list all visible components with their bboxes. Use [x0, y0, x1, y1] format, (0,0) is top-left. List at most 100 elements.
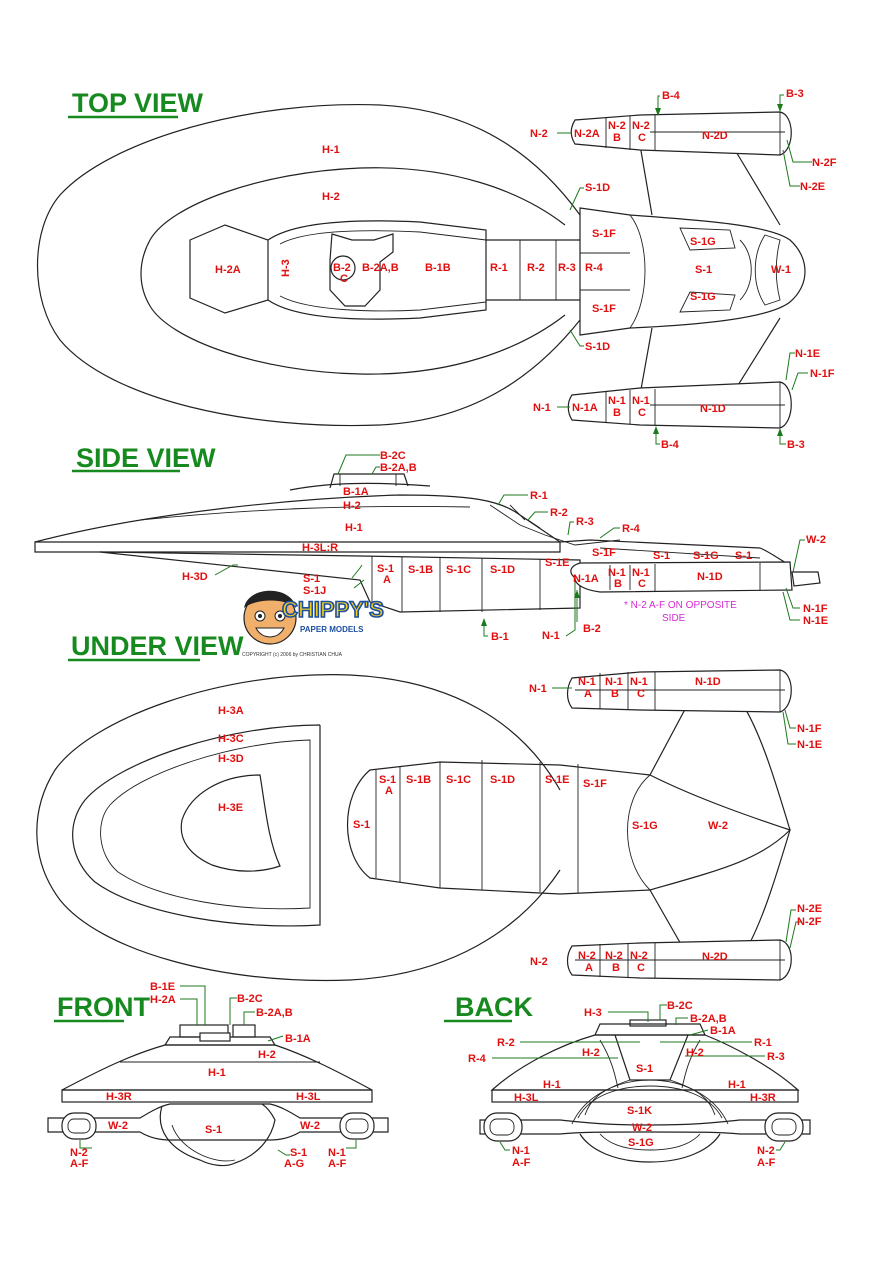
label: B	[612, 962, 620, 974]
label: N-1A	[573, 573, 599, 585]
label: S-1	[377, 563, 394, 575]
back-view-drawing	[479, 1004, 811, 1163]
label: R-2	[497, 1037, 515, 1049]
label: W-2	[108, 1120, 128, 1132]
label: H-3L:R	[302, 542, 338, 554]
label: S-1K	[627, 1105, 652, 1117]
label: N-1E	[795, 348, 820, 360]
label: B-2	[583, 623, 601, 635]
label: H-1	[322, 144, 340, 156]
label: A	[383, 574, 391, 586]
label: N-1D	[700, 403, 726, 415]
label: H-3R	[106, 1091, 132, 1103]
label: B-2A,B	[256, 1007, 293, 1019]
label: S-1	[735, 550, 752, 562]
label: R-1	[490, 262, 508, 274]
label: A-G	[284, 1158, 304, 1170]
back-view-heading: BACK	[455, 992, 533, 1022]
label: B-1B	[425, 262, 451, 274]
label: R-2	[550, 507, 568, 519]
label: B	[614, 578, 622, 590]
note-line-1: * N-2 A-F ON OPPOSITE	[624, 600, 737, 611]
under-view-drawing	[36, 669, 802, 982]
label: H-2	[322, 191, 340, 203]
label: B-4	[661, 439, 680, 451]
label: S-1G	[690, 291, 716, 303]
side-view-arrows	[481, 590, 580, 626]
label: S-1J	[303, 585, 326, 597]
label: R-2	[527, 262, 545, 274]
label: N-2D	[702, 951, 728, 963]
label: S-1E	[545, 774, 569, 786]
label: N-2	[530, 128, 548, 140]
label: S-1F	[592, 547, 616, 559]
label: S-1D	[490, 774, 515, 786]
label: N-1E	[803, 615, 828, 627]
label: N-2	[578, 950, 596, 962]
top-view-labels: H-1 H-2 H-2A H-3 B-2 C B-2A,B B-1B R-1 R…	[215, 88, 837, 451]
mascot-hair-icon	[244, 590, 296, 608]
label: R-4	[468, 1053, 487, 1065]
label: H-2A	[150, 994, 176, 1006]
label: S-1G	[693, 550, 719, 562]
label: N-2	[70, 1147, 88, 1159]
top-view-drawing	[37, 94, 812, 445]
label: B-2C	[667, 1000, 693, 1012]
label: H-3L	[514, 1092, 539, 1104]
label: H-3E	[218, 802, 243, 814]
label: W-2	[632, 1122, 652, 1134]
label: S-1	[303, 573, 320, 585]
logo-subtitle: PAPER MODELS	[300, 625, 364, 634]
label: N-1	[529, 683, 547, 695]
label: C	[637, 688, 645, 700]
label: C	[638, 407, 646, 419]
label: A-F	[70, 1158, 89, 1170]
label: B-4	[662, 90, 681, 102]
label: N-1	[605, 676, 623, 688]
label: H-1	[208, 1067, 226, 1079]
front-view-heading: FRONT	[57, 992, 150, 1022]
label: H-1	[728, 1079, 746, 1091]
label: N-1A	[572, 402, 598, 414]
label: R-4	[585, 262, 604, 274]
label: H-1	[543, 1079, 561, 1091]
label: A	[584, 688, 592, 700]
side-view-heading: SIDE VIEW	[76, 443, 216, 473]
label: B-1E	[150, 981, 175, 993]
label: N-2	[757, 1145, 775, 1157]
label: N-2A	[574, 128, 600, 140]
label: B-2A,B	[690, 1013, 727, 1025]
label: S-1G	[690, 236, 716, 248]
label: S-1D	[585, 341, 610, 353]
label: N-2E	[800, 181, 825, 193]
label: B-2A,B	[362, 262, 399, 274]
label: B-2C	[380, 450, 406, 462]
under-view-heading: UNDER VIEW	[71, 631, 244, 661]
label: S-1	[353, 819, 370, 831]
label: N-2	[632, 120, 650, 132]
label: N-1F	[810, 368, 835, 380]
label: W-1	[771, 264, 791, 276]
label: S-1F	[592, 303, 616, 315]
label: S-1G	[632, 820, 658, 832]
label: C	[638, 578, 646, 590]
label: N-1E	[797, 739, 822, 751]
label: N-1F	[797, 723, 822, 735]
label: W-2	[708, 820, 728, 832]
label: C	[340, 273, 348, 285]
label: H-3	[280, 259, 292, 277]
label: N-1D	[697, 571, 723, 583]
label: W-2	[300, 1120, 320, 1132]
label: N-1	[578, 676, 596, 688]
label: H-3C	[218, 733, 244, 745]
label: H-3D	[218, 753, 244, 765]
label: H-3R	[750, 1092, 776, 1104]
label: R-1	[754, 1037, 772, 1049]
chippys-logo: CHIPPY'S PAPER MODELS COPYRIGHT (c) 2006…	[242, 590, 385, 658]
label: S-1D	[490, 564, 515, 576]
label: B-1A	[710, 1025, 736, 1037]
opposite-side-note: * N-2 A-F ON OPPOSITE SIDE	[624, 600, 737, 624]
side-view-labels: B-2C B-2A,B B-1A H-2 H-1 H-3L:R H-3D R-1…	[182, 450, 828, 643]
copyright-text: COPYRIGHT (c) 2006 by CHRISTIAN CHUA	[242, 652, 343, 658]
